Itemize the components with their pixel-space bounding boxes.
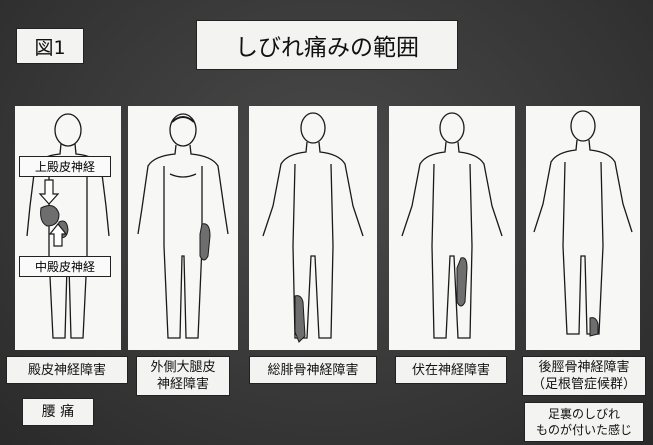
body-front-figure-3: [262, 112, 364, 343]
middle-cluneal-nerve-text: 中殿皮神経: [34, 260, 95, 274]
arrow-up: [48, 223, 68, 247]
caption-saphenous-text: 伏在神経障害: [411, 362, 490, 378]
body-front-figure-4: [401, 112, 503, 339]
shade-lateral-thigh: [199, 223, 211, 261]
sole-numbness-line2: ものが付いた感じ: [535, 423, 632, 437]
shade-sole-of-foot: [589, 317, 599, 337]
figure-number-text: 図1: [34, 36, 66, 59]
caption-saphenous: 伏在神経障害: [395, 356, 507, 384]
shade-medial-lower-leg: [456, 257, 468, 307]
low-back-pain-text: 腰 痛: [41, 403, 75, 420]
caption-posterior-tibial: 後脛骨神経障害 （足根管症候群）: [522, 356, 646, 396]
sole-numbness-line1: 足裏のしびれ: [547, 407, 620, 421]
sole-numbness-note: 足裏のしびれ ものが付いた感じ: [524, 402, 644, 442]
figure-number-label: 図1: [16, 28, 84, 64]
panel-lateral-femoral-cutaneous: [128, 106, 238, 350]
body-front-male-figure: [137, 113, 229, 339]
shade-upper-cluneal: [40, 205, 60, 227]
title-box: しびれ痛みの範囲: [196, 20, 458, 70]
arrow-down: [38, 179, 60, 205]
panel-common-peroneal: [249, 106, 377, 350]
shade-lower-leg-lateral: [294, 295, 306, 343]
caption-lateral-femoral-line2: 神経障害: [156, 377, 209, 392]
caption-lateral-femoral-line1: 外側大腿皮: [150, 360, 216, 375]
middle-cluneal-nerve-label: 中殿皮神経: [19, 256, 111, 277]
caption-posterior-tibial-line2: （足根管症候群）: [531, 377, 636, 392]
body-back-figure: [26, 113, 110, 339]
body-back-figure-5: [533, 110, 633, 337]
title-text: しびれ痛みの範囲: [235, 35, 419, 61]
caption-cluneal: 殿皮神経障害: [6, 356, 128, 384]
upper-cluneal-nerve-label: 上殿皮神経: [19, 156, 111, 177]
caption-cluneal-text: 殿皮神経障害: [27, 362, 106, 378]
panel-cluneal-nerve: 上殿皮神経 中殿皮神経: [15, 106, 121, 350]
panel-posterior-tibial: [526, 106, 640, 350]
caption-common-peroneal: 総腓骨神経障害: [249, 356, 377, 384]
caption-common-peroneal-text: 総腓骨神経障害: [267, 362, 359, 378]
upper-cluneal-nerve-text: 上殿皮神経: [34, 160, 95, 174]
panel-saphenous: [389, 106, 515, 350]
caption-lateral-femoral: 外側大腿皮 神経障害: [136, 356, 230, 396]
low-back-pain-label: 腰 痛: [22, 398, 94, 426]
caption-posterior-tibial-line1: 後脛骨神経障害: [538, 360, 630, 375]
